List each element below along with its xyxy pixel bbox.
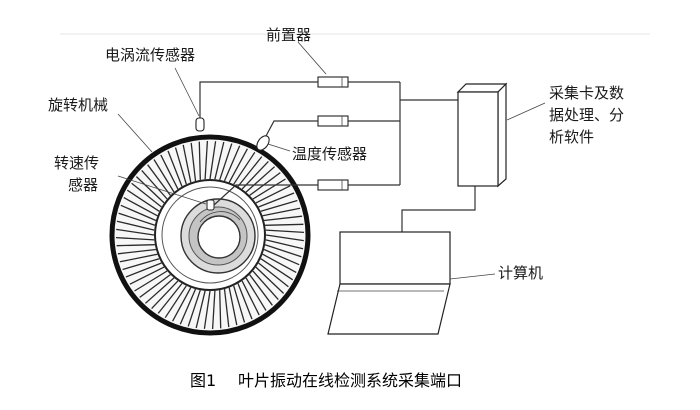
blade [252,178,286,200]
blade [264,244,302,258]
figure-caption: 叶片振动在线检测系统采集端口 [238,371,462,390]
blade [249,274,273,306]
blade [214,141,225,180]
blade [122,258,160,271]
figure-number: 图1 [190,371,216,390]
label-temp-sensor: 温度传感器 [292,145,367,163]
temp-sensor-probe [256,135,270,151]
blade [258,262,289,288]
label-daq-1: 采集卡及数 [549,84,624,102]
blade [258,192,295,208]
eddy-sensor-probe [195,117,205,132]
blade [262,253,297,273]
blade [228,148,248,183]
blade [245,277,267,311]
blade [260,258,294,281]
blade [116,244,155,247]
blade [265,234,304,242]
blade [198,141,201,180]
label-daq-3: 析软件 [549,128,594,146]
blade [147,164,171,196]
blade [174,147,187,185]
blade-ring [115,140,305,330]
blade [264,215,303,222]
blade [134,270,168,292]
blade [187,289,201,327]
blade [219,290,222,329]
blade [255,185,291,204]
blade [233,285,246,323]
blade [204,140,209,180]
blade [153,159,175,193]
blade [129,266,165,285]
blade [115,236,155,241]
blade [237,156,263,187]
blade [118,212,156,226]
blade [141,169,168,200]
blade [265,229,305,234]
blade [265,223,304,226]
blade [182,144,192,183]
blade [151,280,179,310]
preamp-top [317,76,349,88]
leader-lines [117,41,546,280]
label-speed-sensor-1: 转速传 [54,154,99,172]
blade [160,154,179,190]
blade [116,228,155,236]
blade [252,270,279,301]
blade [233,151,256,185]
blade [195,290,206,329]
blade [245,166,276,193]
blade [228,287,238,326]
blade [263,248,300,266]
blade [117,248,156,255]
label-speed-sensor-2: 感器 [68,176,98,194]
computer [327,231,451,335]
blade [126,189,160,212]
blade [167,150,183,187]
blade [211,290,216,330]
blade [237,283,253,320]
blade [265,239,304,250]
blade [209,141,217,180]
blade [203,290,211,329]
blade [223,289,230,328]
label-daq-2: 据处理、分 [549,106,624,124]
blade [223,145,241,182]
preamp-middle [317,115,349,127]
rotating-machine [109,134,311,336]
wiring [199,81,476,232]
label-machine: 旋转机械 [48,96,108,114]
blade [249,172,281,196]
blade [219,143,233,181]
blade [120,204,157,222]
blade [255,266,285,294]
blade [135,176,165,204]
blade [164,285,187,319]
blade [125,262,162,278]
label-eddy-sensor: 电涡流传感器 [105,46,195,64]
blade [172,287,192,322]
label-computer: 计算机 [498,264,543,282]
blade [260,199,298,212]
blade [241,280,260,316]
blade [116,220,155,231]
blade [131,182,162,208]
blade [157,283,183,314]
blade [190,142,197,181]
label-preamp: 前置器 [266,26,311,44]
speed-sensor-probe [206,199,215,211]
blade [119,253,158,263]
blade [139,274,171,298]
daq-box [456,82,508,188]
blade [144,277,175,304]
blade [123,197,158,217]
blade [262,207,301,217]
blade [179,288,197,325]
preamp-bottom [317,179,349,191]
